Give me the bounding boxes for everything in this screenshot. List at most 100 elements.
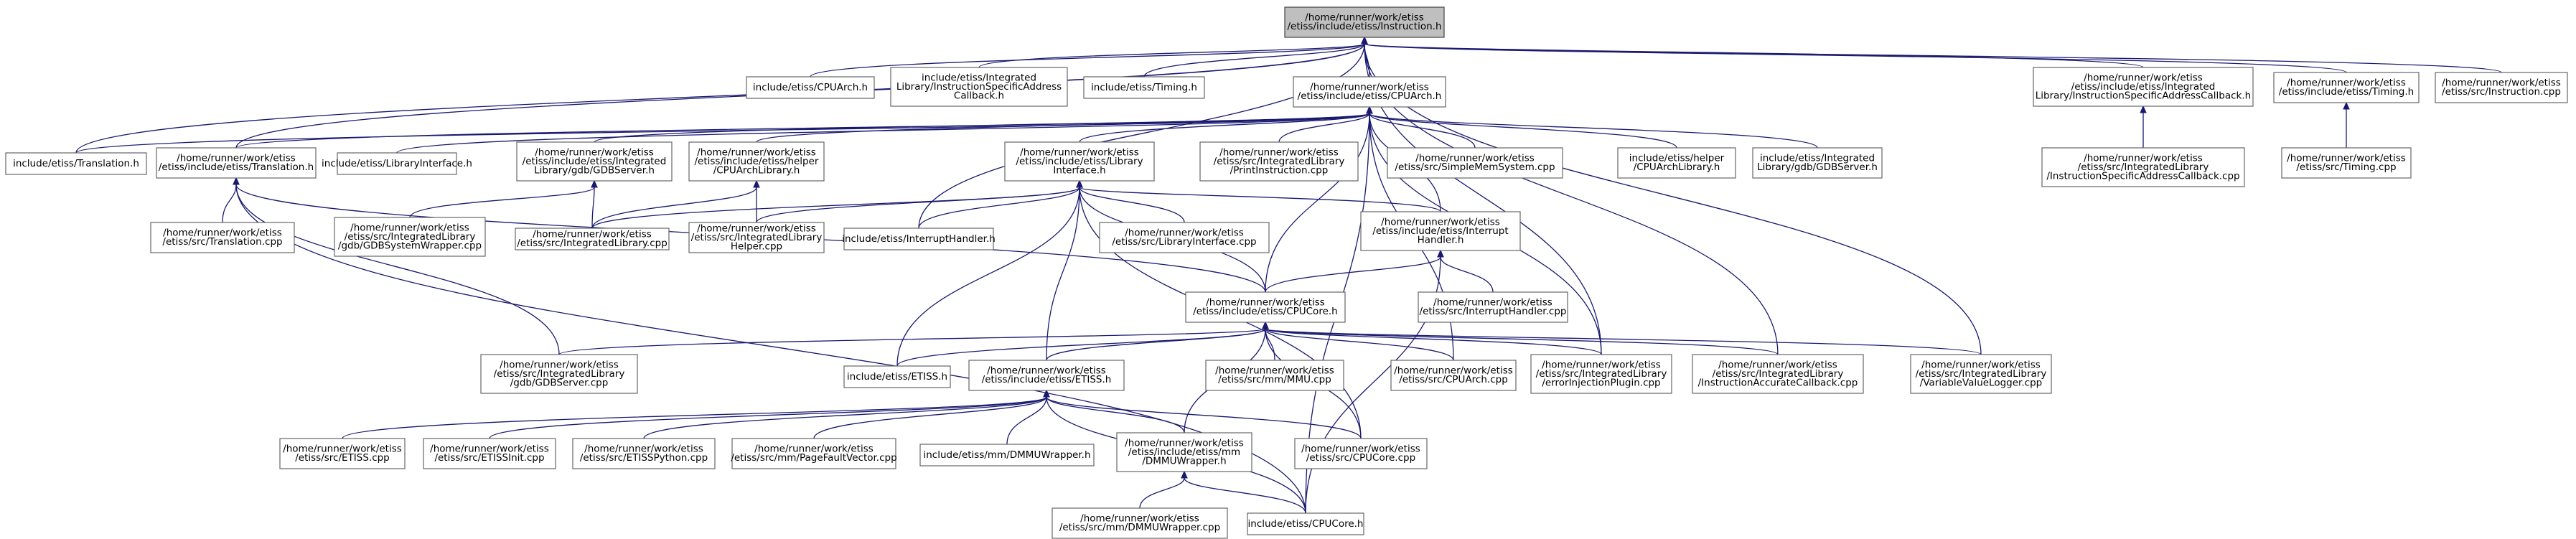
file-node-inc_cpuarch[interactable]: include/etiss/CPUArch.h xyxy=(746,76,875,99)
file-node-cpuarch_cpp[interactable]: /home/runner/work/etiss/etiss/src/CPUArc… xyxy=(1390,360,1517,391)
file-node-inc_interrupt[interactable]: include/etiss/InterruptHandler.h xyxy=(842,228,996,250)
edge-interrupt_cpp-to-interrupt_h xyxy=(1437,249,1494,293)
node-label-line: /etiss/src/InterruptHandler.cpp xyxy=(1420,306,1567,317)
node-box xyxy=(1199,141,1359,182)
node-label-line: /etiss/include/etiss/CPUCore.h xyxy=(1193,306,1337,317)
file-node-cpucore_h[interactable]: /home/runner/work/etiss/etiss/include/et… xyxy=(1185,291,1346,323)
file-node-errinj_cpp[interactable]: /home/runner/work/etiss/etiss/src/Integr… xyxy=(1530,354,1672,394)
file-node-gdbserver_cpp[interactable]: /home/runner/work/etiss/etiss/src/Integr… xyxy=(480,354,638,394)
file-node-inc_etiss[interactable]: include/etiss/ETISS.h xyxy=(843,365,951,388)
node-label-line: /home/runner/work/etiss xyxy=(697,222,816,234)
node-label-line: /home/runner/work/etiss xyxy=(2084,152,2203,164)
file-node-etiss_cpp[interactable]: /home/runner/work/etiss/etiss/src/ETISS.… xyxy=(279,438,406,469)
edge-line xyxy=(1046,328,1266,361)
node-label-line: /home/runner/work/etiss xyxy=(1125,228,1244,239)
file-node-printinstr_cpp[interactable]: /home/runner/work/etiss/etiss/src/Integr… xyxy=(1199,141,1359,182)
file-node-inc_cpucore[interactable]: include/etiss/CPUCore.h xyxy=(1247,512,1364,535)
file-node-dmmu_h[interactable]: /home/runner/work/etiss/etiss/include/et… xyxy=(1116,432,1252,472)
node-box xyxy=(5,152,147,175)
node-label-line: /home/runner/work/etiss xyxy=(177,153,296,164)
edge-line xyxy=(756,187,1080,223)
file-node-isac_cpp[interactable]: /home/runner/work/etiss/etiss/src/Integr… xyxy=(2041,147,2245,187)
node-label-line: /home/runner/work/etiss xyxy=(1125,437,1244,449)
file-node-timing_h[interactable]: /home/runner/work/etiss/etiss/include/et… xyxy=(2273,72,2420,103)
file-node-simplemem_cpp[interactable]: /home/runner/work/etiss/etiss/src/Simple… xyxy=(1387,147,1563,179)
file-node-libiface_h[interactable]: /home/runner/work/etiss/etiss/include/et… xyxy=(1004,141,1155,182)
node-box xyxy=(919,444,1095,467)
file-node-inc_libiface[interactable]: include/etiss/LibraryInterface.h xyxy=(322,152,472,175)
file-node-etissinit_cpp[interactable]: /home/runner/work/etiss/etiss/src/ETISSI… xyxy=(423,438,556,469)
edge-line xyxy=(489,396,1047,439)
file-node-cpucore_cpp[interactable]: /home/runner/work/etiss/etiss/src/CPUCor… xyxy=(1294,438,1428,469)
node-label-line: /home/runner/work/etiss xyxy=(754,444,874,455)
node-label-line: /home/runner/work/etiss xyxy=(1206,297,1325,309)
node-label-line: /etiss/src/Translation.cpp xyxy=(162,236,282,248)
file-node-inc_dmmu[interactable]: include/etiss/mm/DMMUWrapper.h xyxy=(919,444,1095,467)
file-node-inc_timing[interactable]: include/etiss/Timing.h xyxy=(1083,76,1205,99)
file-node-inc_gdbserver[interactable]: include/etiss/IntegratedLibrary/gdb/GDBS… xyxy=(1752,147,1883,179)
node-box xyxy=(1293,76,1446,108)
edge-intlib_cpp-to-gdbserver_h xyxy=(591,179,598,229)
edge-line xyxy=(235,184,560,355)
file-node-pagefault_cpp[interactable]: /home/runner/work/etiss/etiss/src/mm/Pag… xyxy=(731,438,897,469)
node-label-line: /gdb/GDBServer.cpp xyxy=(510,377,609,388)
edge-line xyxy=(591,187,757,229)
node-label-line: /home/runner/work/etiss xyxy=(1301,444,1420,455)
file-node-inc_translation[interactable]: include/etiss/Translation.h xyxy=(5,152,147,175)
file-node-inc_helper_cpuarchlib[interactable]: include/etiss/helper/CPUArchLibrary.h xyxy=(1617,147,1736,179)
node-box xyxy=(731,438,896,469)
file-node-mmu_cpp[interactable]: /home/runner/work/etiss/etiss/src/mm/MMU… xyxy=(1205,360,1344,391)
edge-line xyxy=(1278,113,1370,143)
node-label-line: /etiss/include/etiss/Timing.h xyxy=(2279,86,2414,98)
file-node-cpuarch_h[interactable]: /home/runner/work/etiss/etiss/include/et… xyxy=(1293,76,1446,108)
edge-etissinit_cpp-to-etiss_h xyxy=(489,389,1050,439)
edge-line xyxy=(1006,396,1047,445)
node-box xyxy=(843,365,951,388)
node-label-line: /etiss/src/LibraryInterface.cpp xyxy=(1112,236,1256,248)
file-node-translation_cpp[interactable]: /home/runner/work/etiss/etiss/src/Transl… xyxy=(150,222,295,253)
node-label-line: /PrintInstruction.cpp xyxy=(1230,164,1329,176)
file-node-intlib_cpp[interactable]: /home/runner/work/etiss/etiss/src/Integr… xyxy=(515,228,670,250)
file-node-interrupt_cpp[interactable]: /home/runner/work/etiss/etiss/src/Interr… xyxy=(1418,291,1568,323)
file-node-etiss_h[interactable]: /home/runner/work/etiss/etiss/include/et… xyxy=(968,360,1125,391)
file-node-isac_h[interactable]: /home/runner/work/etiss/etiss/include/et… xyxy=(2033,67,2254,107)
arrowhead xyxy=(1043,389,1050,398)
node-label-line: /etiss/src/IntegratedLibrary xyxy=(2078,161,2209,173)
file-node-inc_isac[interactable]: include/etiss/IntegratedLibrary/Instruct… xyxy=(890,67,1068,107)
file-node-timing_cpp[interactable]: /home/runner/work/etiss/etiss/src/Timing… xyxy=(2281,147,2412,179)
node-label-line: include/etiss/Timing.h xyxy=(1091,82,1197,93)
node-label-line: /home/runner/work/etiss xyxy=(533,229,652,240)
file-node-dmmu_cpp[interactable]: /home/runner/work/etiss/etiss/src/mm/DMM… xyxy=(1052,507,1228,539)
file-node-libiface_cpp[interactable]: /home/runner/work/etiss/etiss/src/Librar… xyxy=(1099,222,1270,253)
file-node-varlog_cpp[interactable]: /home/runner/work/etiss/etiss/src/Integr… xyxy=(1910,354,2052,394)
edge-inc_gdbserver-to-cpuarch_h xyxy=(1366,106,1818,149)
node-label-line: include/etiss/CPUCore.h xyxy=(1248,518,1364,530)
file-node-gdbserver_h[interactable]: /home/runner/work/etiss/etiss/include/et… xyxy=(516,141,673,182)
node-label-line: /home/runner/work/etiss xyxy=(2287,153,2406,164)
file-node-iacb_cpp[interactable]: /home/runner/work/etiss/etiss/src/Integr… xyxy=(1692,354,1864,394)
node-box xyxy=(688,141,825,182)
node-box xyxy=(423,438,556,469)
file-node-etisspy_cpp[interactable]: /home/runner/work/etiss/etiss/src/ETISSP… xyxy=(572,438,716,469)
edge-line xyxy=(1265,113,1370,293)
node-label-line: include/etiss/Integrated xyxy=(922,72,1036,83)
file-node-instr_cpp[interactable]: /home/runner/work/etiss/etiss/src/Instru… xyxy=(2435,72,2568,103)
edge-line xyxy=(810,43,1365,78)
file-node-gdbsyswrap_cpp[interactable]: /home/runner/work/etiss/etiss/src/Integr… xyxy=(334,217,486,257)
node-label-line: /etiss/src/IntegratedLibrary xyxy=(1713,368,1844,380)
file-node-cpuarchlib_h[interactable]: /home/runner/work/etiss/etiss/include/et… xyxy=(688,141,825,182)
node-label-line: /home/runner/work/etiss xyxy=(697,146,816,158)
node-label-line: include/etiss/Translation.h xyxy=(13,158,139,169)
file-node-translation_h[interactable]: /home/runner/work/etiss/etiss/include/et… xyxy=(156,147,317,179)
node-box xyxy=(1099,222,1270,253)
node-label-line: /etiss/src/IntegratedLibrary xyxy=(1536,368,1667,380)
node-label-line: /home/runner/work/etiss xyxy=(584,444,703,455)
arrowhead xyxy=(591,179,598,188)
edge-line xyxy=(558,328,1266,355)
arrowhead xyxy=(1076,179,1083,188)
file-node-interrupt_h[interactable]: /home/runner/work/etiss/etiss/include/et… xyxy=(1360,211,1521,251)
file-node-intlibhelper_cpp[interactable]: /home/runner/work/etiss/etiss/src/Integr… xyxy=(688,222,825,253)
arrowhead xyxy=(2343,101,2350,110)
node-label-line: /gdb/GDBSystemWrapper.cpp xyxy=(338,240,482,251)
file-node-instr_h[interactable]: /home/runner/work/etiss/etiss/include/et… xyxy=(1284,6,1445,38)
